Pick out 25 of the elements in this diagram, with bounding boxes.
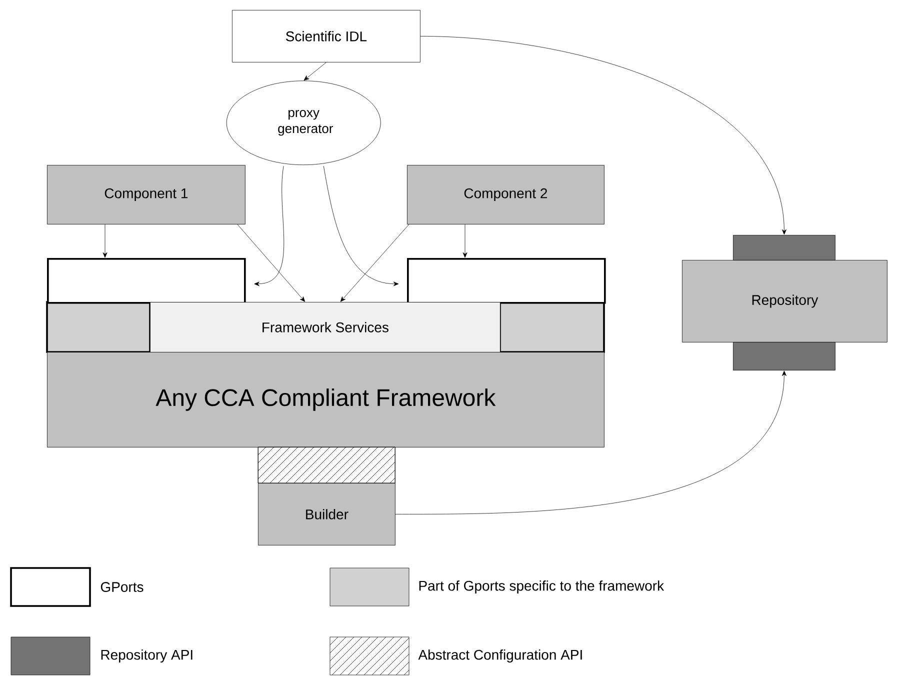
- arrow: [304, 62, 326, 80]
- legend-label: GPorts: [100, 582, 144, 592]
- component-box: Any CCA Compliant Framework: [47, 352, 604, 448]
- legend-label: Repository API: [101, 649, 192, 663]
- arrow: [237, 224, 306, 302]
- component-box: Component 2: [407, 165, 604, 224]
- arrow: [420, 36, 786, 235]
- api-tab: [733, 342, 836, 370]
- arrow: [395, 370, 786, 514]
- process-box: Scientific IDL: [232, 10, 420, 62]
- component-box: Builder: [258, 483, 396, 546]
- api-tab: [733, 235, 836, 260]
- legend-label: Part of Gports specific to the framework: [419, 580, 664, 594]
- arrow: [323, 166, 399, 286]
- api-tab: [258, 446, 396, 484]
- port-box: [47, 258, 246, 304]
- arrow: [102, 224, 108, 258]
- arrow: [340, 224, 410, 302]
- port-box: [407, 258, 606, 304]
- legend-label: Abstract Configuration API: [418, 649, 582, 663]
- arrow: [254, 166, 284, 286]
- component-box: Repository: [682, 260, 888, 342]
- services-box: Framework Services: [150, 302, 500, 352]
- component-box: Component 1: [47, 165, 246, 224]
- arrow: [462, 224, 468, 258]
